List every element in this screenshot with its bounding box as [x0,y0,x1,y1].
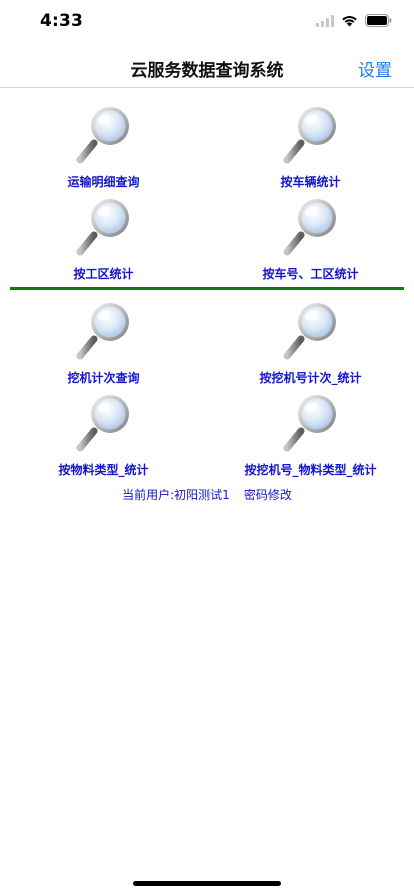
menu-item-label: 按工区统计 [73,267,134,281]
footer: 当前用户:初阳测试1 密码修改 [0,486,414,503]
menu-item-vehicle-zone-stats[interactable]: 按车号、工区统计 [207,194,414,286]
menu-item-label: 按物料类型_统计 [58,463,149,477]
status-icons [316,14,392,27]
cellular-signal-icon [316,14,334,27]
menu-item-label: 挖机计次查询 [67,371,140,385]
menu-item-material-type-stats[interactable]: 按物料类型_统计 [0,390,207,482]
status-bar: 4:33 [0,0,414,44]
magnifier-icon [74,390,134,454]
nav-bar: 云服务数据查询系统 设置 [0,44,414,88]
wifi-icon [342,15,357,26]
magnifier-icon [74,298,134,362]
menu-item-label: 按车辆统计 [280,175,341,189]
menu-item-vehicle-stats[interactable]: 按车辆统计 [207,102,414,194]
menu-item-label: 运输明细查询 [67,175,140,189]
page-title: 云服务数据查询系统 [130,61,284,81]
menu-item-label: 按挖机号计次_统计 [259,371,362,385]
menu-item-excavator-count-stats[interactable]: 按挖机号计次_统计 [207,298,414,390]
magnifier-icon [74,102,134,166]
change-password-link[interactable]: 密码修改 [243,488,292,502]
magnifier-icon [74,194,134,258]
magnifier-icon [281,390,341,454]
menu-item-label: 按车号、工区统计 [262,267,359,281]
current-user-label: 当前用户:初阳测试1 [122,488,230,502]
magnifier-icon [281,298,341,362]
home-indicator [133,881,281,886]
menu-item-transport-detail-query[interactable]: 运输明细查询 [0,102,207,194]
status-time: 4:33 [40,11,84,31]
menu-item-excavator-material-stats[interactable]: 按挖机号_物料类型_统计 [207,390,414,482]
menu-item-label: 按挖机号_物料类型_统计 [244,463,377,477]
magnifier-icon [281,194,341,258]
menu-item-work-zone-stats[interactable]: 按工区统计 [0,194,207,286]
battery-icon [365,14,392,27]
magnifier-icon [281,102,341,166]
section-divider [10,287,404,290]
menu-item-excavator-count-query[interactable]: 挖机计次查询 [0,298,207,390]
settings-button[interactable]: 设置 [358,56,392,81]
